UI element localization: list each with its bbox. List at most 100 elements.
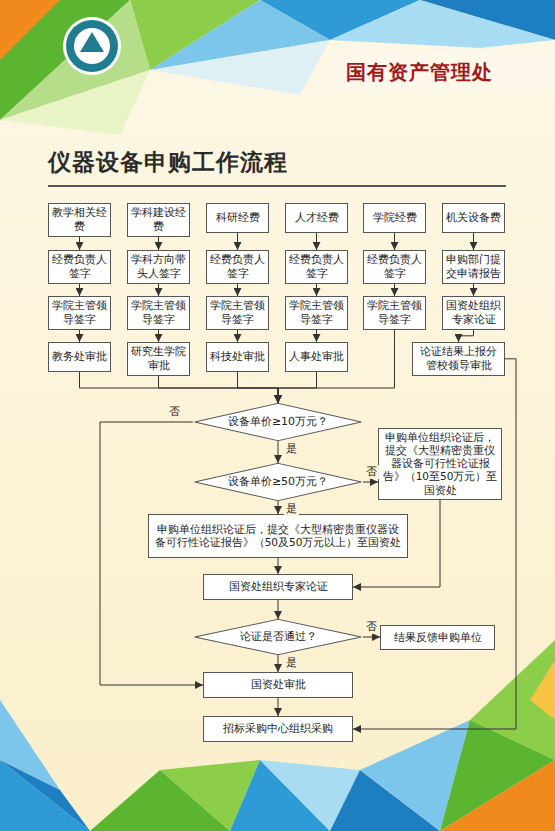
node-text: 学院经费 — [373, 211, 417, 225]
process-box: 人才经费 — [285, 203, 348, 233]
node-text: 学院主管领导签字 — [367, 299, 422, 327]
node-text: 国资处审批 — [251, 678, 306, 692]
process-box: 学院主管领导签字 — [363, 296, 426, 330]
process-box: 学科建设经费 — [127, 203, 190, 237]
flow-connector — [473, 233, 474, 250]
edge-label: 否 — [364, 620, 379, 634]
flow-connector — [278, 441, 279, 463]
edge-label: 否 — [364, 465, 379, 479]
process-box: 论证结果上报分管校领导审批 — [412, 342, 505, 376]
flow-connector — [278, 698, 279, 716]
flow-connector — [159, 376, 279, 404]
flow-connector — [237, 330, 238, 343]
node-text: 学科建设经费 — [131, 206, 186, 234]
process-box: 国资处组织专家论证 — [203, 574, 353, 600]
flow-connector — [278, 501, 279, 514]
flow-connector — [473, 284, 474, 297]
edge-label: 否 — [167, 405, 182, 419]
node-text: 设备单价≥10万元？ — [228, 415, 328, 429]
decision-diamond: 设备单价≥50万元？ — [193, 463, 363, 501]
node-text: 经费负责人签字 — [52, 253, 107, 281]
flow-connector — [363, 482, 378, 483]
node-text: 设备单价≥50万元？ — [228, 475, 328, 489]
flow-connector — [459, 330, 474, 343]
flow-connector — [237, 233, 238, 250]
process-box: 申购单位组织论证后，提交《大型精密贵重仪器设备可行性论证报告》（10至50万元）… — [378, 428, 502, 500]
process-box: 经费负责人签字 — [363, 250, 426, 284]
flow-connector — [79, 330, 80, 343]
process-box: 人事处审批 — [285, 342, 348, 372]
edge-label: 是 — [284, 442, 299, 456]
node-text: 申购单位组织论证后，提交《大型精密贵重仪器设备可行性论证报告》（10至50万元）… — [382, 431, 498, 497]
flow-connector — [316, 284, 317, 297]
flow-connector — [158, 284, 159, 297]
flow-connector — [278, 600, 279, 619]
node-text: 申购单位组织论证后，提交《大型精密贵重仪器设备可行性论证报告》（50及50万元以… — [152, 523, 404, 549]
flow-connector — [278, 330, 395, 404]
node-text: 结果反馈申购单位 — [394, 631, 482, 645]
flow-connector — [316, 330, 317, 343]
process-box: 学院主管领导签字 — [206, 296, 269, 330]
process-box: 经费负责人签字 — [285, 250, 348, 284]
process-box: 国资处组织专家论证 — [442, 296, 505, 330]
flow-connector — [394, 233, 395, 250]
diamond-shape — [195, 403, 362, 440]
node-text: 国资处组织专家论证 — [229, 580, 328, 594]
process-box: 经费负责人签字 — [48, 250, 111, 284]
node-text: 申购部门提交申请报告 — [446, 253, 501, 281]
node-text: 学科方向带头人签字 — [131, 253, 186, 281]
flow-connector — [80, 372, 279, 403]
header-label: 国有资产管理处 — [346, 59, 493, 86]
process-box: 申购单位组织论证后，提交《大型精密贵重仪器设备可行性论证报告》（50及50万元以… — [148, 514, 408, 558]
node-text: 教务处审批 — [52, 350, 107, 364]
flow-connector — [316, 233, 317, 250]
flow-connector — [237, 284, 238, 297]
node-text: 科技处审批 — [210, 350, 265, 364]
diamond-shape — [195, 463, 362, 500]
node-text: 人才经费 — [295, 211, 339, 225]
edge-label: 是 — [284, 502, 299, 516]
process-box: 国资处审批 — [203, 672, 353, 698]
flow-connector — [238, 372, 279, 403]
process-box: 科研经费 — [206, 203, 269, 233]
node-text: 研究生学院审批 — [131, 345, 186, 373]
node-text: 教学相关经费 — [52, 206, 107, 234]
node-text: 学院主管领导签字 — [289, 299, 344, 327]
decision-diamond: 论证是否通过？ — [193, 619, 363, 655]
process-box: 结果反馈申购单位 — [380, 625, 495, 650]
process-box: 学院经费 — [363, 203, 426, 233]
process-box: 申购部门提交申请报告 — [442, 250, 505, 284]
process-box: 研究生学院审批 — [127, 342, 190, 376]
flow-connector — [79, 237, 80, 251]
flow-connector — [79, 284, 80, 297]
flow-connector — [278, 655, 279, 672]
process-box: 教学相关经费 — [48, 203, 111, 237]
page-title: 仪器设备申购工作流程 — [48, 147, 288, 178]
node-text: 论证是否通过？ — [240, 630, 317, 644]
process-box: 学院主管领导签字 — [285, 296, 348, 330]
process-box: 经费负责人签字 — [206, 250, 269, 284]
node-text: 机关设备费 — [446, 211, 501, 225]
process-box: 招标采购中心组织采购 — [203, 716, 353, 742]
edge-label: 是 — [284, 656, 299, 670]
decision-diamond: 设备单价≥10万元？ — [193, 403, 363, 441]
node-text: 国资处组织专家论证 — [446, 299, 501, 327]
flow-connector — [363, 637, 380, 638]
process-box: 学院主管领导签字 — [127, 296, 190, 330]
node-text: 经费负责人签字 — [289, 253, 344, 281]
flow-connector — [158, 237, 159, 251]
flow-connector — [278, 558, 279, 574]
flow-connector — [394, 284, 395, 297]
node-text: 经费负责人签字 — [210, 253, 265, 281]
process-box: 科技处审批 — [206, 342, 269, 372]
node-text: 学院主管领导签字 — [131, 299, 186, 327]
diamond-shape — [195, 619, 362, 654]
node-text: 人事处审批 — [289, 350, 344, 364]
flow-connector — [158, 330, 159, 343]
process-box: 机关设备费 — [442, 203, 505, 233]
process-box: 学院主管领导签字 — [48, 296, 111, 330]
node-text: 经费负责人签字 — [367, 253, 422, 281]
node-text: 学院主管领导签字 — [210, 299, 265, 327]
node-text: 学院主管领导签字 — [52, 299, 107, 327]
